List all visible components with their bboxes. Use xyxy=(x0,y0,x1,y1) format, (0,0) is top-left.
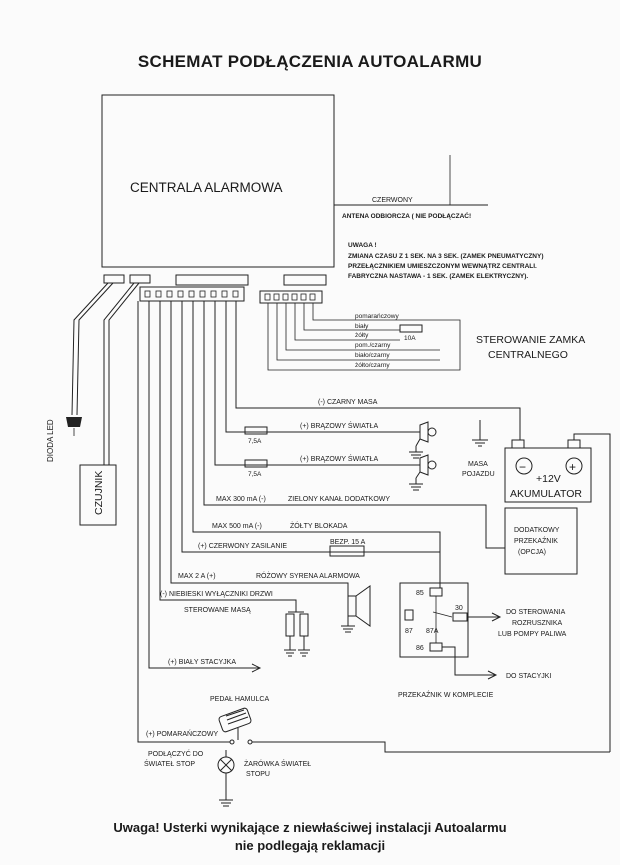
relay-pin-86: 86 xyxy=(416,645,424,652)
fuse-75a-2: 7,5A xyxy=(248,471,262,478)
note-line-3: PRZEŁĄCZNIKIEM UMIESZCZONYM WEWNĄTRZ CEN… xyxy=(348,263,537,270)
wire-red: (+) CZERWONY ZASILANIE xyxy=(198,543,287,550)
brake-pedal-icon xyxy=(218,707,252,740)
connector-led xyxy=(103,274,125,284)
ground-icon-1 xyxy=(409,451,423,459)
battery-voltage: +12V xyxy=(536,473,561,485)
wire-ground: (-) CZARNY MASA xyxy=(318,399,378,406)
footer-warning-line-2: nie podlegają reklamacji xyxy=(234,838,386,853)
note-line-4: FABRYCZNA NASTAWA - 1 SEK. (ZAMEK ELEKTR… xyxy=(348,273,528,280)
battery-box xyxy=(504,447,592,503)
stop-connect-line-2: ŚWIATEŁ STOP xyxy=(144,759,195,768)
fuse-15a: BEZP. 15 A xyxy=(330,539,366,546)
connector-sensor xyxy=(129,274,151,284)
stop-bulb-line-2: STOPU xyxy=(246,771,270,778)
wire-green: ZIELONY KANAŁ DODATKOWY xyxy=(288,496,390,503)
starter-line-1: DO STEROWANIA xyxy=(506,609,566,616)
battery-plus: + xyxy=(569,460,576,474)
brake-pedal-label: PEDAŁ HAMULCA xyxy=(210,696,269,703)
vehicle-ground-line-1: MASA xyxy=(468,461,488,468)
fuse-75a-1: 7,5A xyxy=(248,438,262,445)
extra-relay-box xyxy=(504,507,578,575)
lock-fuse xyxy=(399,324,423,333)
wire-green-current: MAX 300 mA (-) xyxy=(216,496,266,503)
connector-main xyxy=(175,274,249,286)
starter-line-2: ROZRUSZNIKA xyxy=(512,620,563,627)
battery-label: AKUMULATOR xyxy=(510,488,582,500)
footer-warning-line-1: Uwaga! Usterki wynikające z niewłaściwej… xyxy=(113,820,507,835)
connector-main-plug xyxy=(139,286,245,302)
connector-lock xyxy=(283,274,327,286)
led-icon xyxy=(66,417,82,427)
lamp-icon-2 xyxy=(419,454,429,476)
page-title: SCHEMAT PODŁĄCZENIA AUTOALARMU xyxy=(137,52,483,71)
stop-connect-line-1: PODŁĄCZYĆ DO xyxy=(148,749,204,758)
central-unit-box xyxy=(101,94,335,268)
siren-icon xyxy=(347,585,371,627)
vehicle-ground-line-2: POJAZDU xyxy=(462,471,495,478)
wire-yellow-current: MAX 500 mA (-) xyxy=(212,523,262,530)
ground-icon-2 xyxy=(409,483,423,491)
note-line-1: UWAGA ! xyxy=(348,242,377,249)
lock-wire-3: żółty xyxy=(355,332,369,339)
sensor-label: CZUJNIK xyxy=(93,471,105,515)
lock-wire-4: pom./czarny xyxy=(355,342,391,349)
lamp-icon-1 xyxy=(419,421,429,443)
wire-pink-current: MAX 2 A (+) xyxy=(178,573,216,580)
vehicle-ground-icon xyxy=(472,439,488,447)
wire-brown-1: (+) BRĄZOWY ŚWIATŁA xyxy=(300,421,378,430)
wire-brown-2: (+) BRĄZOWY ŚWIATŁA xyxy=(300,454,378,463)
starter-line-3: LUB POMPY PALIWA xyxy=(498,631,567,638)
stop-bulb-line-1: ŻARÓWKA ŚWIATEŁ xyxy=(244,759,311,768)
relay-pin-30: 30 xyxy=(455,605,463,612)
lock-wire-1: pomarańczowy xyxy=(355,313,399,320)
ignition-label: DO STACYJKI xyxy=(506,673,551,680)
lock-wire-2: biały xyxy=(355,323,369,330)
note-line-2: ZMIANA CZASU Z 1 SEK. NA 3 SEK. (ZAMEK P… xyxy=(348,253,544,260)
led-label: DIODA LED xyxy=(46,419,55,462)
lock-fuse-label: 10A xyxy=(404,335,416,342)
door-switch-icon xyxy=(284,611,310,657)
lock-wire-6: żółto/czarny xyxy=(355,362,390,369)
ground-icon-stop xyxy=(219,799,233,807)
lock-wire-5: biało/czarny xyxy=(355,352,390,359)
wire-orange: (+) POMARAŃCZOWY xyxy=(146,729,218,738)
relay-kit-label: PRZEKAŹNIK W KOMPLECIE xyxy=(398,690,494,699)
extra-relay-line-2: PRZEKAŹNIK xyxy=(514,536,558,545)
ground-icon-siren xyxy=(341,625,355,633)
connector-lock-plug xyxy=(259,290,323,304)
lock-control-line-2: CENTRALNEGO xyxy=(488,349,568,361)
antenna-label: ANTENA ODBIORCZA ( NIE PODŁĄCZAĆ! xyxy=(342,211,471,220)
relay-kit-box xyxy=(399,582,469,658)
wire-blue-sub: STEROWANE MASĄ xyxy=(184,607,251,614)
battery-minus: − xyxy=(519,460,526,474)
relay-pin-87: 87 xyxy=(405,628,413,635)
relay-pin-87a: 87A xyxy=(426,628,439,635)
wire-blue: (-) NIEBIESKI WYŁĄCZNIKI DRZWI xyxy=(160,591,273,598)
lock-control-line-1: STEROWANIE ZAMKA xyxy=(476,334,585,346)
sensor-box xyxy=(79,464,117,526)
wire-yellow: ŻÓŁTY BLOKADA xyxy=(290,521,348,530)
extra-relay-line-1: DODATKOWY xyxy=(514,527,560,534)
wire-pink: RÓŻOWY SYRENA ALARMOWA xyxy=(256,571,360,580)
extra-relay-line-3: (OPCJA) xyxy=(518,549,546,556)
wire-white: (+) BIAŁY STACYJKA xyxy=(168,659,236,666)
relay-pin-85: 85 xyxy=(416,590,424,597)
central-unit-label: CENTRALA ALARMOWA xyxy=(130,180,283,195)
antenna-wire-label: CZERWONY xyxy=(372,197,413,204)
